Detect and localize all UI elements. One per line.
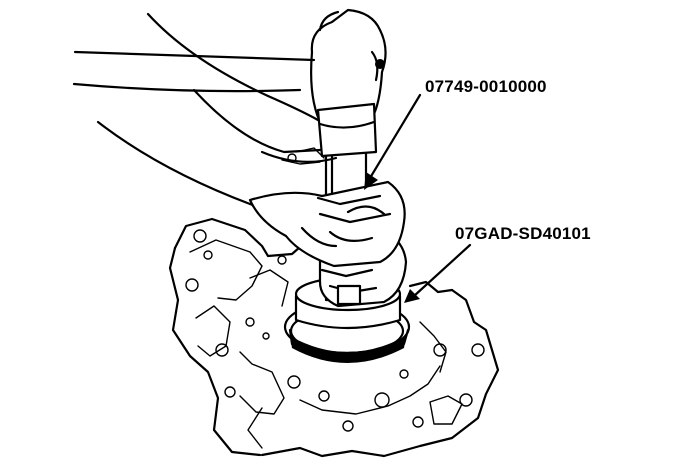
leader-arrow-driver [364, 93, 422, 190]
callout-driver-handle-part-number: 07749-0010000 [425, 77, 547, 96]
hammer [310, 8, 387, 158]
callout-attachment-part-number: 07GAD-SD40101 [455, 224, 591, 243]
leader-arrow-attachment [404, 243, 472, 303]
upper-hand-and-arm [72, 12, 406, 268]
